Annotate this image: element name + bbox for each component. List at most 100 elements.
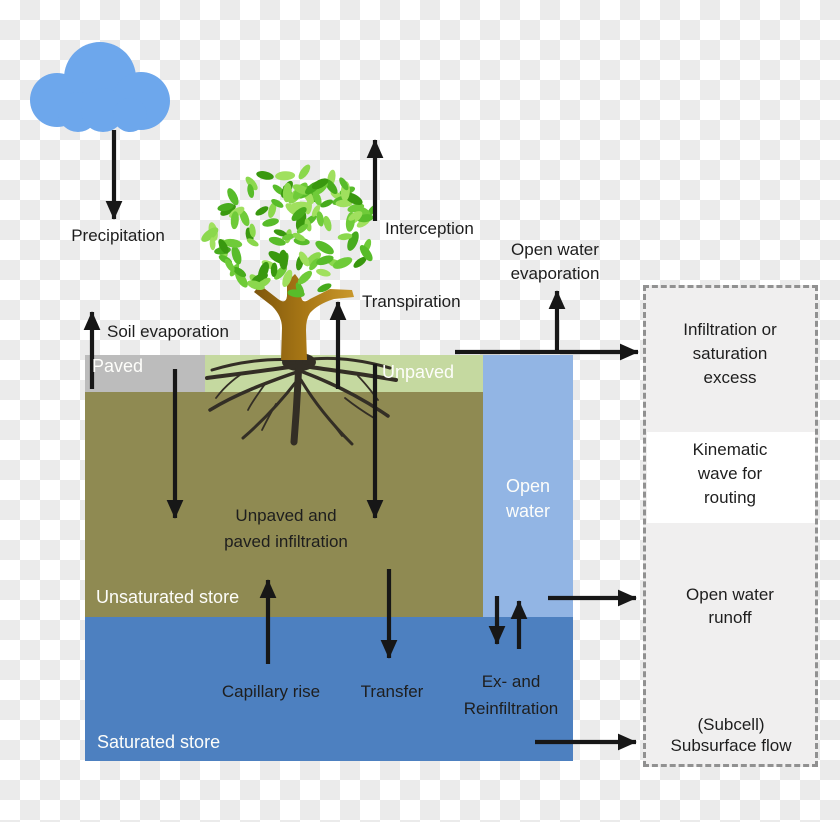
leaf-icon	[316, 268, 331, 277]
leaf-icon	[275, 171, 296, 181]
leaf-icon	[272, 184, 285, 195]
leaf-icon	[320, 199, 333, 208]
cloud-icon	[30, 42, 170, 132]
leaf-icon	[258, 261, 269, 281]
saturated-store-label: Saturated store	[97, 732, 221, 752]
leaf-icon	[353, 256, 367, 268]
interception-label: Interception	[385, 219, 474, 238]
leaf-icon	[282, 182, 292, 203]
soil-evaporation-label: Soil evaporation	[107, 322, 229, 341]
leaf-icon	[296, 223, 308, 234]
leaf-icon	[282, 269, 293, 288]
leaf-icon	[282, 233, 295, 241]
process-box-kinematic-band	[647, 432, 815, 523]
leaf-icon	[359, 245, 373, 262]
leaf-icon	[332, 257, 353, 269]
leaf-icon	[271, 198, 284, 208]
process-box	[643, 285, 818, 767]
leaf-icon	[298, 251, 310, 267]
subsurface-flow-line1: (Subcell)	[697, 715, 765, 734]
leaf-icon	[287, 289, 305, 298]
open-water-evaporation-label: Open water evaporation	[511, 238, 600, 286]
subsurface-flow-line2: Subsurface flow	[670, 736, 792, 755]
leaf-icon	[239, 209, 250, 227]
infiltration-excess-process-label: Infiltration or saturation excess	[683, 318, 777, 390]
kinematic-wave-line3: routing	[704, 488, 756, 507]
leaf-icon	[324, 179, 338, 195]
leaf-icon	[223, 238, 243, 248]
leaf-icon	[315, 240, 334, 255]
leaf-icon	[245, 176, 258, 191]
infiltration-line1: Unpaved and	[235, 506, 337, 525]
leaf-icon	[268, 236, 286, 246]
leaf-icon	[291, 206, 307, 222]
leaf-icon	[305, 199, 312, 215]
open-water-line1: Open	[505, 476, 551, 496]
unpaved-label: Unpaved	[382, 362, 455, 382]
leaf-icon	[270, 262, 278, 277]
leaf-icon	[348, 211, 361, 221]
ex-reinfiltration-line2: Reinfiltration	[463, 699, 559, 718]
leaf-icon	[231, 245, 242, 265]
ex-reinfiltration-label: Ex- and Reinfiltration	[464, 668, 559, 722]
leaf-icon	[247, 183, 255, 199]
leaf-icon	[337, 233, 353, 241]
transfer-label: Transfer	[360, 682, 424, 701]
infiltration-excess-line1: Infiltration or	[683, 320, 777, 339]
infiltration-excess-line3: excess	[703, 368, 757, 387]
leaf-icon	[317, 283, 332, 293]
transpiration-label: Transpiration	[362, 292, 461, 311]
leaf-icon	[256, 171, 274, 180]
kinematic-wave-line2: wave for	[697, 464, 763, 483]
unsaturated-store-area	[85, 392, 483, 617]
leaf-icon	[257, 277, 271, 288]
infiltration-label: Unpaved and paved infiltration	[224, 503, 348, 555]
leaf-icon	[347, 231, 359, 251]
paved-store-strip	[85, 355, 205, 392]
kinematic-wave-process-label: Kinematic wave for routing	[693, 438, 768, 510]
leaf-icon	[312, 190, 322, 206]
leaf-icon	[339, 177, 349, 191]
precipitation-label: Precipitation	[71, 226, 165, 245]
leaf-icon	[311, 204, 321, 217]
open-water-label: Open water	[506, 474, 550, 524]
leaf-icon	[224, 258, 235, 272]
leaf-icon	[298, 164, 311, 180]
leaf-icon	[273, 229, 287, 237]
leaf-icon	[201, 227, 219, 242]
ex-reinfiltration-line1: Ex- and	[481, 672, 541, 691]
tree-foliage-icon	[201, 164, 377, 298]
tree-roots-icon	[205, 353, 398, 446]
open-water-runoff-line1: Open water	[686, 585, 774, 604]
unsaturated-store-label: Unsaturated store	[96, 587, 240, 607]
leaf-icon	[352, 205, 371, 217]
leaf-icon	[218, 239, 229, 254]
leaf-icon	[227, 188, 239, 206]
flux-arrows	[83, 130, 639, 751]
paved-label: Paved	[92, 356, 144, 376]
leaf-icon	[209, 237, 216, 251]
leaf-icon	[335, 199, 353, 208]
leaf-icon	[262, 218, 279, 227]
leaf-icon	[316, 255, 334, 266]
leaf-icon	[217, 203, 234, 212]
open-water-line2: water	[505, 501, 551, 521]
leaf-icon	[316, 211, 324, 227]
open-water-evaporation-line2: evaporation	[510, 264, 600, 283]
open-water-evaporation-line1: Open water	[511, 240, 599, 259]
leaf-icon	[311, 178, 329, 190]
infiltration-line2: paved infiltration	[224, 532, 348, 551]
capillary-rise-label: Capillary rise	[221, 682, 321, 701]
leaf-icon	[278, 249, 288, 270]
tree-trunk-icon	[254, 274, 354, 360]
open-water-store-column	[483, 355, 573, 617]
leaf-icon	[255, 206, 269, 216]
leaf-icon	[233, 266, 247, 278]
leaf-icon	[292, 232, 306, 242]
open-water-runoff-line2: runoff	[708, 608, 752, 627]
leaf-icon	[297, 270, 313, 285]
infiltration-excess-line2: saturation	[692, 344, 768, 363]
leaf-icon	[323, 215, 332, 232]
leaf-icon	[230, 211, 239, 230]
